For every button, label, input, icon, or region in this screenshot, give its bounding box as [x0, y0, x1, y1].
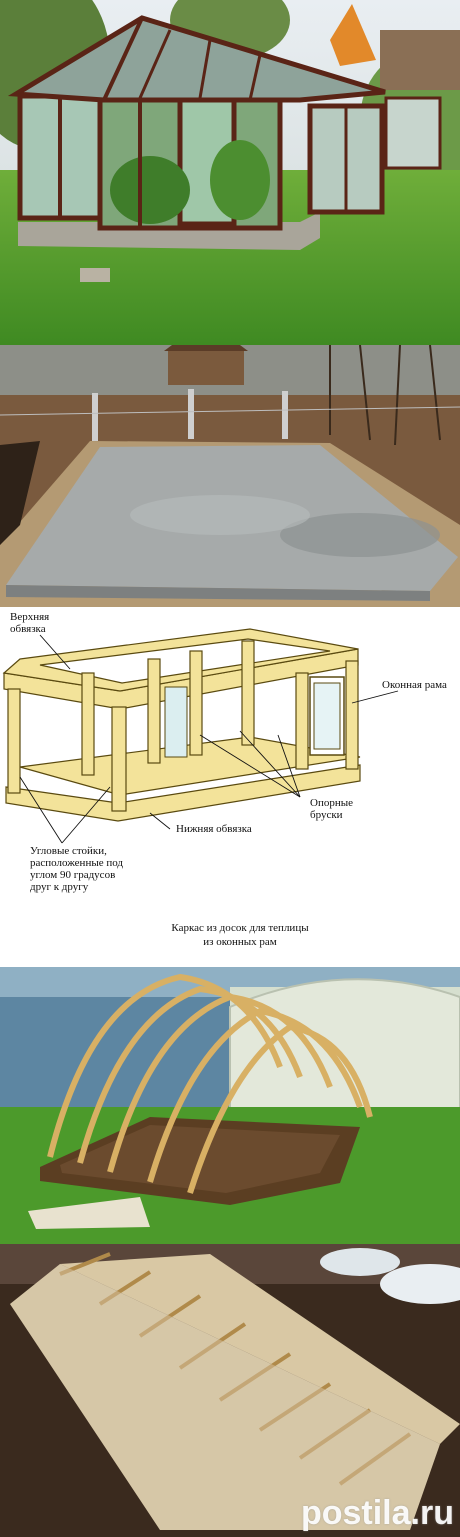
concrete-slab-image [0, 345, 460, 607]
frame-diagram: Верхняя обвязка Оконная рама Опорные бру… [0, 607, 460, 967]
label-bottom-trim: Нижняя обвязка [176, 823, 252, 835]
arched-frame-photo [0, 967, 460, 1244]
concrete-foundation-photo [0, 345, 460, 607]
wooden-frame-drawing [2, 628, 399, 844]
postila-watermark: postila.ru [300, 1494, 454, 1532]
label-corner-posts: Угловые стойки, расположенные под углом … [30, 845, 124, 893]
arched-greenhouse-frame-image [0, 967, 460, 1244]
diagram-caption: Каркас из досок для теплицы из оконных р… [171, 922, 309, 948]
label-top-trim: Верхняя обвязка [10, 611, 50, 635]
film-greenhouse-photo: postila.ru [0, 1244, 460, 1537]
label-support-bars: Опорные бруски [310, 797, 353, 821]
label-window-frame: Оконная рама [382, 679, 447, 691]
film-covered-greenhouse-image [0, 1244, 460, 1537]
greenhouse-photo-1 [0, 0, 460, 345]
glass-greenhouse-image [0, 0, 460, 345]
